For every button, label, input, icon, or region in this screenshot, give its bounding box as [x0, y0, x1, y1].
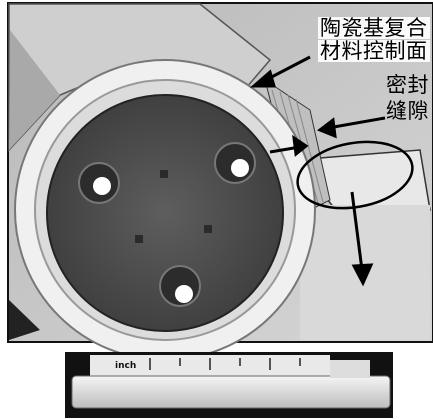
housing-shadow — [9, 30, 60, 150]
seal-arrow-left — [269, 134, 309, 157]
bar-end-piece — [330, 360, 370, 378]
small-hole — [135, 235, 143, 243]
ruler-photo: inch — [65, 352, 393, 418]
ceramic-bar — [71, 375, 391, 409]
ruler-unit-text: inch — [115, 361, 136, 371]
lower-left-shadow — [9, 300, 40, 340]
seal-gap-label-line1: 密封 — [386, 73, 429, 97]
seal-gap-label-line2: 缝隙 — [386, 99, 429, 123]
seal-gap-ellipse — [296, 140, 414, 210]
down-arrow — [350, 191, 374, 287]
bolt — [78, 162, 120, 204]
ruler-ticks — [149, 358, 301, 370]
composite-label-line1: 陶瓷基复合 — [318, 16, 430, 40]
bolt — [214, 142, 256, 184]
seal-arrow-right — [316, 116, 386, 139]
small-hole — [160, 170, 168, 178]
composite-arrow — [250, 55, 311, 88]
small-hole — [204, 225, 212, 233]
composite-label-line2: 材料控制面 — [318, 39, 430, 63]
bolt — [159, 265, 201, 307]
